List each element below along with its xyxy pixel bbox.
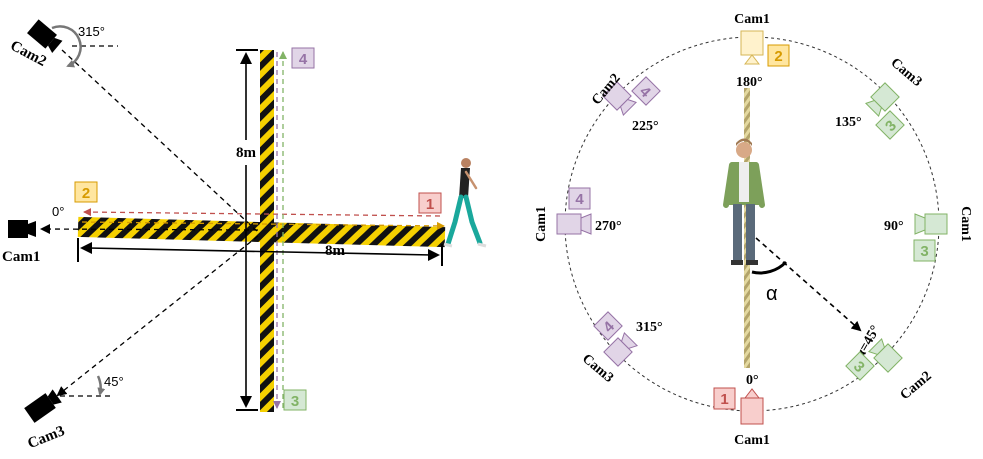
camera-bottom-left-angle: 315° — [636, 320, 663, 335]
camera-bottom-label: Cam1 — [734, 433, 770, 448]
camera-top-left-badge: 4 — [631, 76, 661, 106]
right-panel: α Cam1 180° 2 Cam3 135° 3 Cam1 90° — [534, 12, 973, 448]
standing-person-icon — [723, 138, 765, 265]
camera-top-icon — [740, 30, 764, 65]
cam3-sight-line — [56, 235, 259, 397]
distance-vertical-label: 8m — [236, 145, 257, 161]
camera-bottom-right-badge: 3 — [845, 351, 875, 381]
cam1-icon — [8, 220, 36, 238]
camera-top-left-icon — [602, 81, 638, 117]
cam3-angle: 45° — [104, 374, 124, 389]
dimension-vertical — [236, 49, 258, 411]
path-badge-1: 1 — [418, 192, 442, 214]
svg-text:4: 4 — [575, 191, 584, 208]
cam1-label: Cam1 — [2, 249, 40, 265]
camera-bottom-left-badge: 4 — [593, 311, 623, 341]
camera-right-angle: 90° — [884, 219, 904, 234]
path-2-arrow — [81, 221, 445, 230]
alpha-angle-arc — [751, 260, 788, 275]
camera-bottom-right-icon — [867, 337, 903, 373]
camera-left-angle: 270° — [595, 219, 622, 234]
camera-left-label: Cam1 — [534, 206, 549, 242]
path-badge-4: 4 — [291, 47, 315, 69]
camera-bottom-icon — [740, 388, 764, 425]
path-badge-2: 2 — [74, 181, 98, 203]
cam2-sight-line — [61, 49, 259, 233]
cam2-icon — [27, 19, 63, 53]
camera-top-badge: 2 — [767, 44, 790, 67]
camera-top-angle: 180° — [736, 75, 763, 90]
alpha-symbol: α — [766, 283, 778, 305]
svg-text:3: 3 — [920, 243, 928, 260]
cam3-label: Cam3 — [25, 423, 67, 452]
camera-left-icon — [556, 213, 592, 235]
cam3-angle-arc — [96, 375, 106, 396]
camera-top-right-icon — [864, 82, 900, 118]
cam3-icon — [24, 389, 62, 423]
left-panel: 8m 8m 315° Cam2 0° Cam1 45° — [2, 19, 487, 452]
camera-top-right-label: Cam3 — [887, 55, 924, 89]
camera-bottom-left-icon — [603, 331, 639, 367]
svg-text:1: 1 — [426, 196, 434, 213]
walking-person-icon — [443, 158, 487, 248]
camera-bottom-right-label: Cam2 — [898, 369, 935, 403]
camera-bottom-badge: 1 — [713, 387, 736, 410]
cam2-angle: 315° — [78, 24, 105, 39]
svg-text:4: 4 — [299, 51, 308, 68]
camera-top-label: Cam1 — [734, 12, 770, 27]
cam2-rotation-arc — [51, 25, 82, 68]
cam1-sight-line — [40, 224, 259, 235]
camera-left-badge: 4 — [568, 187, 591, 210]
svg-text:2: 2 — [82, 185, 90, 202]
camera-right-label: Cam1 — [958, 206, 973, 242]
svg-text:3: 3 — [291, 393, 299, 410]
svg-text:2: 2 — [774, 48, 782, 65]
camera-right-icon — [914, 213, 948, 235]
distance-horizontal-label: 8m — [325, 243, 346, 259]
camera-bottom-angle: 0° — [746, 373, 759, 388]
svg-text:1: 1 — [720, 391, 728, 408]
dimension-horizontal — [77, 238, 443, 266]
camera-right-badge: 3 — [913, 239, 936, 262]
camera-top-right-badge: 3 — [875, 110, 905, 140]
camera-top-left-angle: 225° — [632, 119, 659, 134]
cam1-angle: 0° — [52, 204, 64, 219]
camera-top-right-angle: 135° — [835, 115, 862, 130]
path-badge-3: 3 — [283, 389, 307, 411]
hazard-tape-vertical — [260, 50, 274, 412]
